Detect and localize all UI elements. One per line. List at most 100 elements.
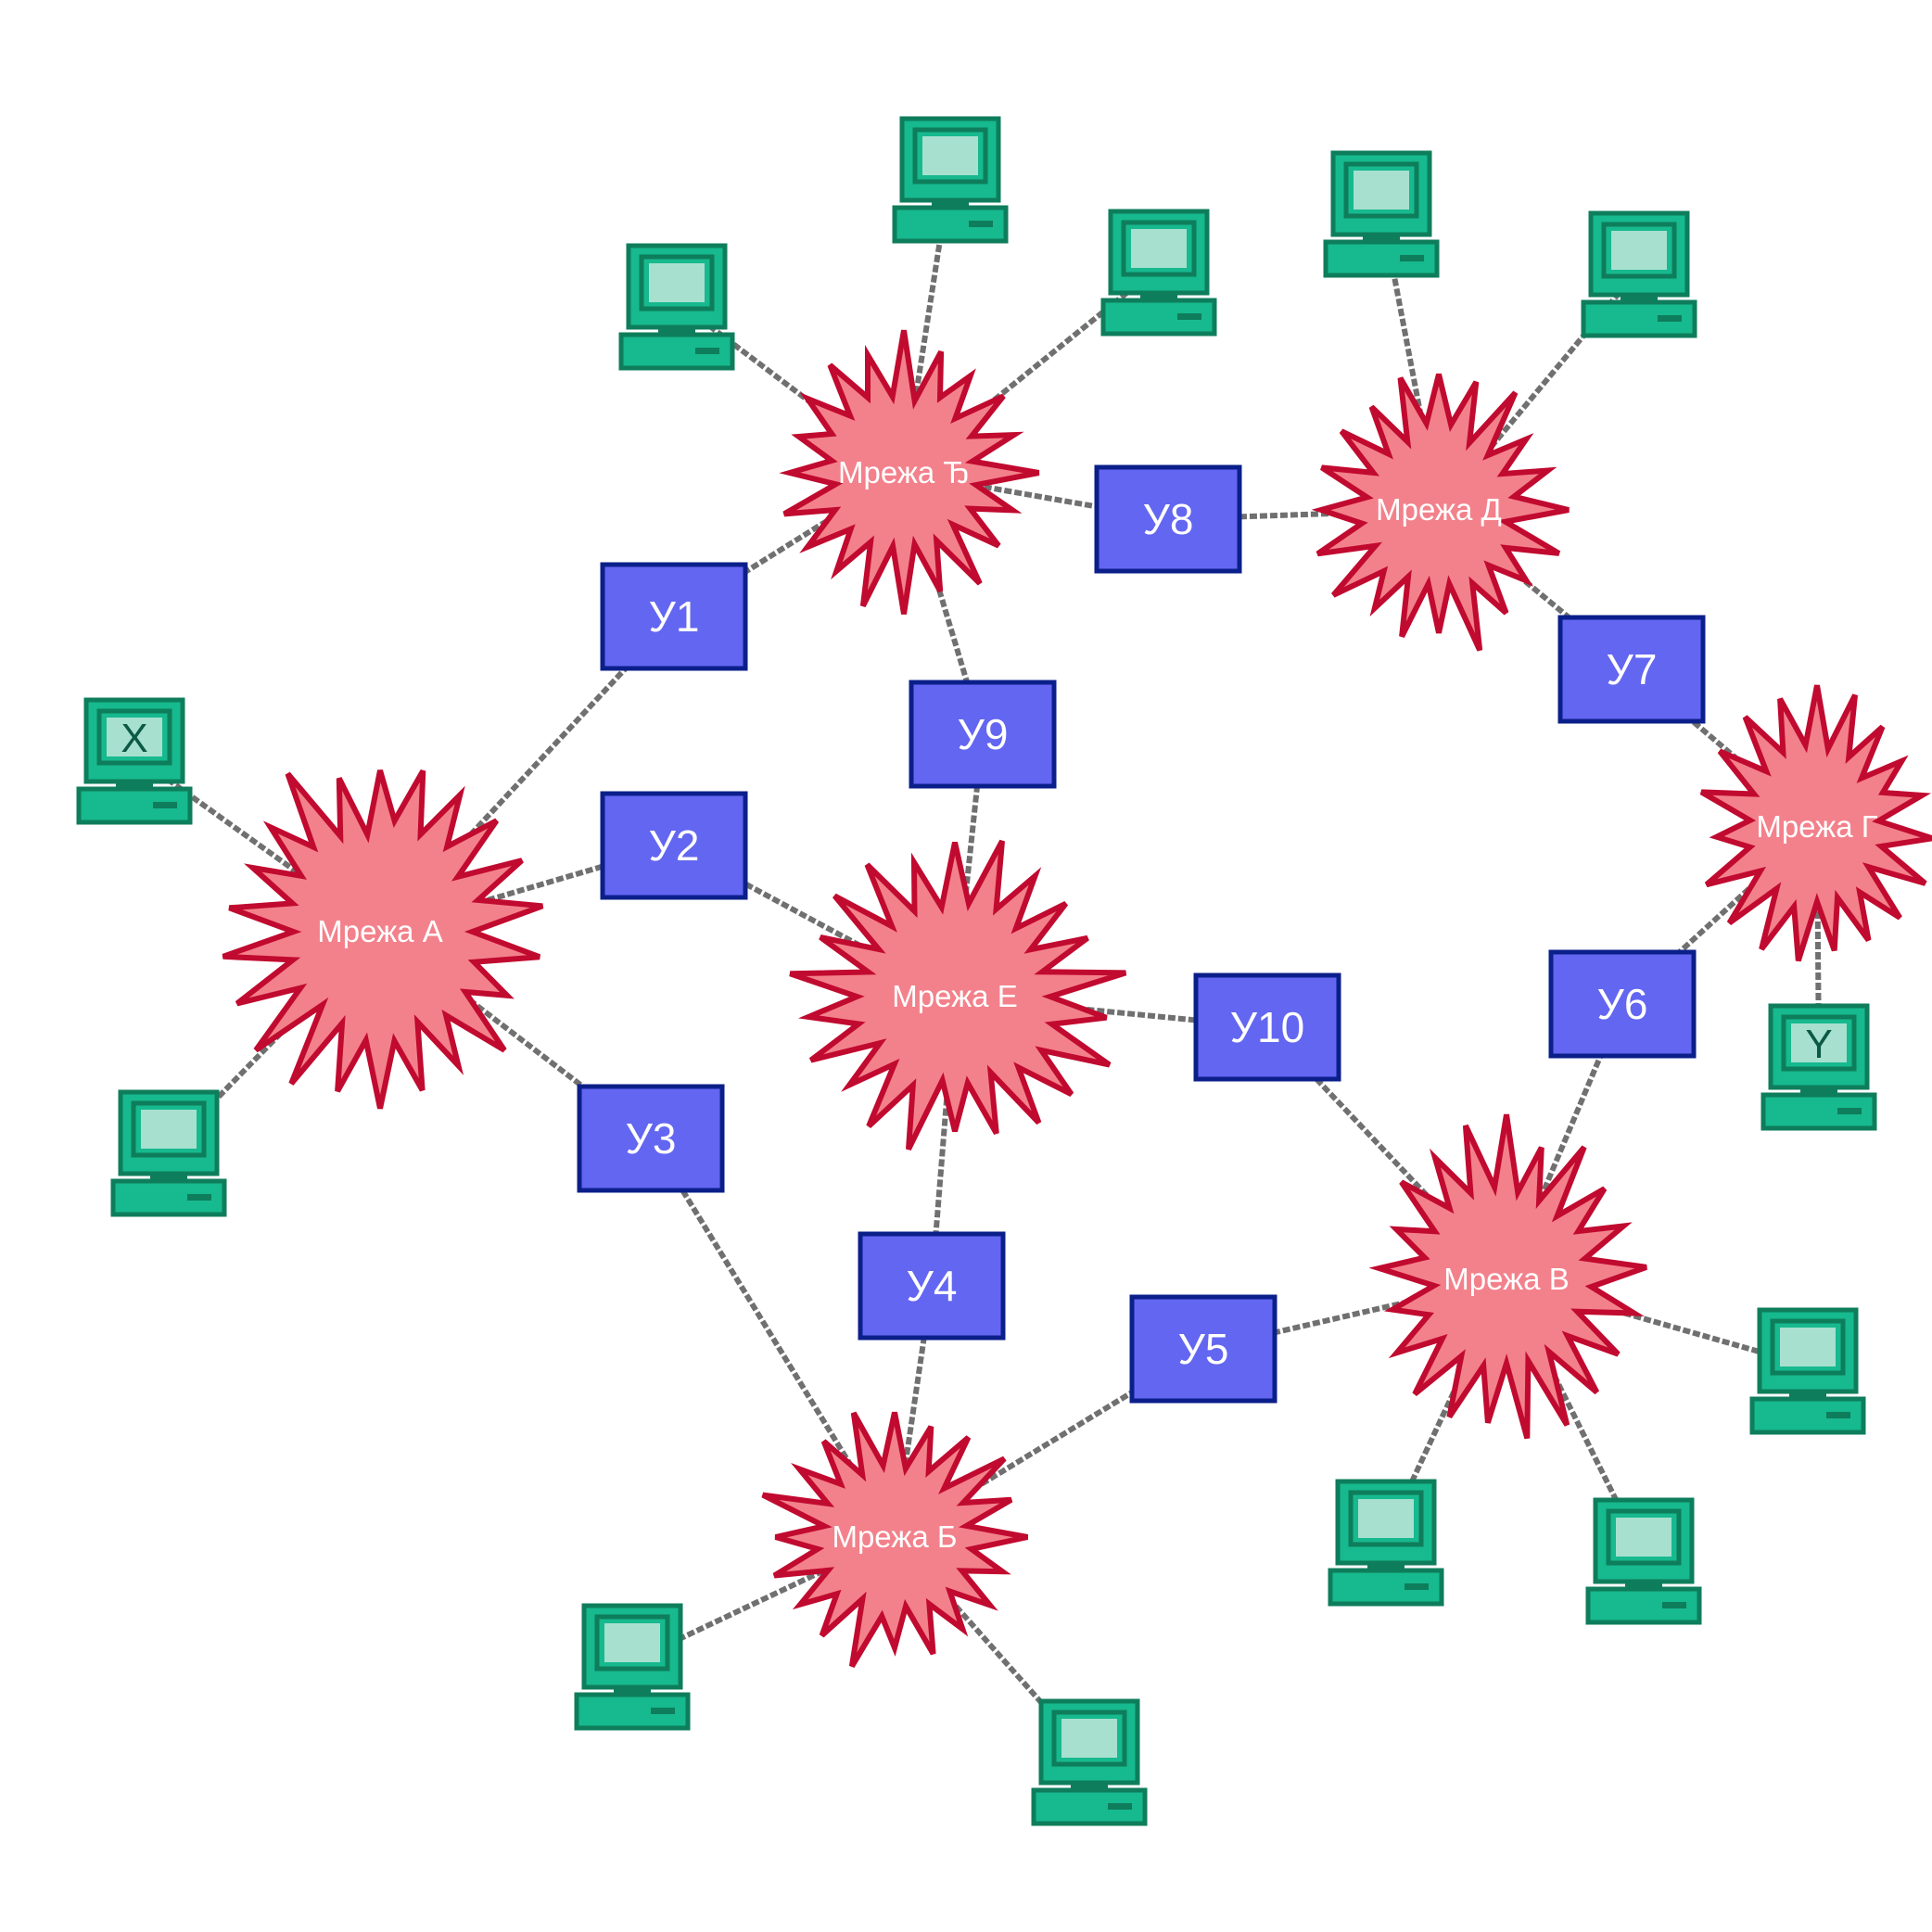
monitor-screen [1354, 171, 1409, 210]
computer-icon[interactable] [574, 1603, 691, 1731]
router-box[interactable] [909, 680, 1057, 789]
computer-base [1749, 1396, 1866, 1435]
drive-slot [1662, 1602, 1686, 1608]
monitor-screen [649, 263, 705, 302]
network-burst-shape [1368, 1113, 1647, 1440]
monitor-stand [658, 327, 695, 335]
computer-icon[interactable] [892, 116, 1009, 244]
network-label: Мрежа В [1443, 1262, 1569, 1296]
router-u7[interactable]: У7 [1557, 615, 1706, 724]
computer-icon[interactable] [1323, 150, 1440, 278]
computer-base [1328, 1568, 1444, 1607]
router-box[interactable] [1094, 464, 1242, 574]
computer-base [110, 1178, 227, 1217]
router-label: У4 [907, 1262, 958, 1310]
drive-slot [1177, 313, 1201, 320]
drive-slot [1405, 1583, 1429, 1590]
network-b: Мрежа Б [761, 1411, 1029, 1668]
network-dj: Мрежа Ђ [779, 329, 1040, 615]
network-burst-shape [222, 769, 544, 1110]
router-box[interactable] [600, 562, 748, 671]
network-label: Мрежа Е [892, 979, 1017, 1013]
network-label: Мрежа Б [832, 1519, 957, 1554]
monitor-stand [1800, 1087, 1837, 1095]
computer-label: Y [1805, 1022, 1832, 1067]
network-burst-shape [761, 1411, 1029, 1668]
computer-icon[interactable] [1328, 1479, 1444, 1607]
router-u6[interactable]: У6 [1548, 949, 1697, 1059]
router-u8[interactable]: У8 [1094, 464, 1242, 574]
monitor-screen [1061, 1719, 1117, 1758]
monitor-screen [604, 1623, 660, 1662]
router-u1[interactable]: У1 [600, 562, 748, 671]
router-u4[interactable]: У4 [858, 1231, 1006, 1341]
network-label: Мрежа Д [1376, 492, 1502, 527]
router-u2[interactable]: У2 [600, 791, 748, 900]
computer-label: X [121, 716, 147, 761]
networks-layer: Мрежа А Мрежа Б Мрежа В Мрежа Г Мрежа Д Мрежа… [222, 329, 1932, 1668]
computer-icon[interactable] [618, 243, 735, 371]
monitor-screen [1611, 231, 1667, 270]
monitor-screen [1616, 1518, 1671, 1557]
monitor-stand [932, 200, 969, 208]
computer-icon[interactable] [1031, 1698, 1148, 1826]
monitor-screen [1791, 1023, 1847, 1062]
router-box[interactable] [1129, 1294, 1277, 1404]
computer-icon[interactable]: Y [1760, 1003, 1877, 1131]
monitor-stand [150, 1174, 187, 1181]
computer-icon[interactable] [1585, 1497, 1702, 1625]
network-label: Мрежа А [317, 914, 442, 948]
network-burst-shape [789, 839, 1127, 1151]
computer-icon[interactable] [1100, 209, 1217, 337]
monitor-stand [1789, 1392, 1826, 1399]
monitor-screen [107, 718, 162, 756]
router-box[interactable] [600, 791, 748, 900]
computer-icon[interactable]: X [76, 697, 193, 825]
router-label: У6 [1597, 980, 1648, 1028]
router-box[interactable] [858, 1231, 1006, 1341]
router-box[interactable] [577, 1084, 725, 1193]
monitor-screen [141, 1110, 197, 1149]
network-a: Мрежа А [222, 769, 544, 1110]
router-u5[interactable]: У5 [1129, 1294, 1277, 1404]
network-v: Мрежа В [1368, 1113, 1647, 1440]
drive-slot [1658, 315, 1682, 322]
drive-slot [969, 221, 993, 227]
router-box[interactable] [1548, 949, 1697, 1059]
network-g: Мрежа Г [1699, 684, 1932, 962]
router-label: У2 [649, 821, 700, 870]
monitor-screen [1358, 1499, 1414, 1538]
monitor-stand [1140, 293, 1177, 300]
router-u9[interactable]: У9 [909, 680, 1057, 789]
router-label: У8 [1143, 495, 1194, 543]
network-burst-shape [1699, 684, 1932, 962]
network-label: Мрежа Ђ [838, 455, 970, 489]
router-u3[interactable]: У3 [577, 1084, 725, 1193]
network-e: Мрежа Е [789, 839, 1127, 1151]
computer-icon[interactable] [1749, 1307, 1866, 1435]
computer-base [574, 1692, 691, 1731]
router-u10[interactable]: У10 [1193, 972, 1341, 1082]
network-label: Мрежа Г [1756, 809, 1877, 844]
drive-slot [695, 348, 719, 354]
router-label: У10 [1230, 1003, 1304, 1051]
router-label: У5 [1178, 1325, 1229, 1373]
drive-slot [1837, 1108, 1862, 1114]
drive-slot [153, 802, 177, 808]
monitor-stand [1367, 1563, 1405, 1570]
router-box[interactable] [1557, 615, 1706, 724]
drive-slot [1108, 1803, 1132, 1810]
router-box[interactable] [1193, 972, 1341, 1082]
link-hB2-B [892, 1535, 1092, 1759]
router-label: У7 [1607, 645, 1658, 693]
hosts-layer: XY [76, 116, 1877, 1826]
computer-icon[interactable] [110, 1089, 227, 1217]
router-label: У3 [626, 1114, 677, 1163]
monitor-stand [116, 782, 153, 789]
monitor-screen [1131, 229, 1187, 268]
computer-icon[interactable] [1581, 210, 1697, 338]
monitor-stand [1621, 295, 1658, 302]
router-label: У9 [958, 710, 1009, 758]
